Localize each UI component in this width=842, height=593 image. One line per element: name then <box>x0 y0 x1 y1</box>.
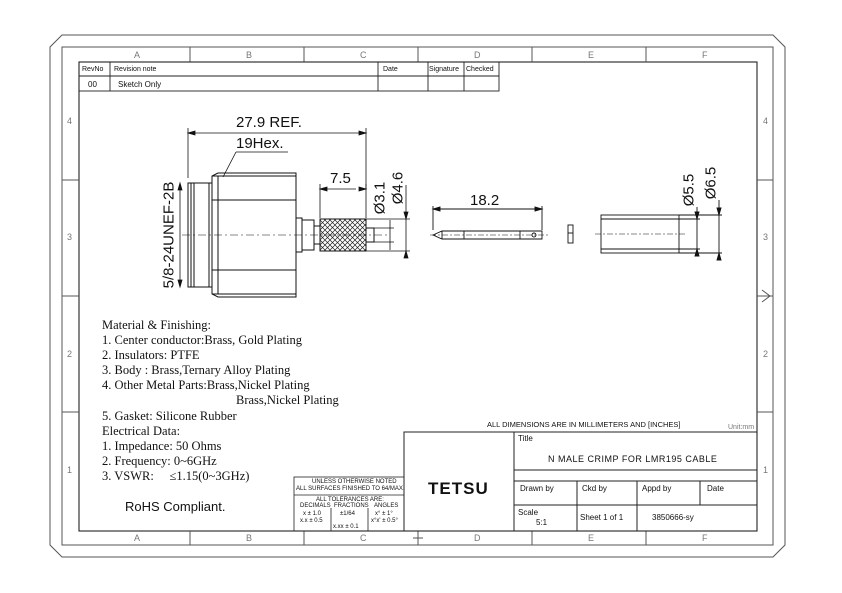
title-label: Title <box>518 434 533 443</box>
approved-by-label: Appd by <box>642 484 672 493</box>
rev-header-date: Date <box>383 66 398 73</box>
tol-col2-a: ±1/64 <box>340 511 355 517</box>
tol-col1-head: DECIMALS <box>300 503 331 509</box>
zone-label-right-3: 3 <box>763 232 769 242</box>
dim-pin-length: 18.2 <box>470 192 500 209</box>
dim-hex: 19Hex. <box>236 135 284 152</box>
electrical-note-1: 1. Impedance: 50 Ohms <box>102 438 222 453</box>
dim-ferrule-length: 7.5 <box>330 170 351 187</box>
electrical-heading: Electrical Data: <box>102 423 181 438</box>
dim-diameter-4-6: Ø4.6 <box>389 171 407 205</box>
dim-thread: 5/8-24UNEF-2B <box>160 181 178 289</box>
drawn-by-label: Drawn by <box>520 484 554 493</box>
zone-label-right-4: 4 <box>763 116 769 126</box>
tol-col3-a: x° ± 1° <box>375 511 393 517</box>
connector-drawing <box>182 151 388 298</box>
tol-col1-a: x ± 1.0 <box>303 511 321 517</box>
material-note-3: 3. Body : Brass,Ternary Alloy Plating <box>102 363 291 378</box>
dim-diameter-3-1: Ø3.1 <box>371 181 389 215</box>
units-note: ALL DIMENSIONS ARE IN MILLIMETERS AND [I… <box>487 420 681 429</box>
zone-label-left-2: 2 <box>67 349 73 359</box>
material-note-5: 5. Gasket: Silicone Rubber <box>102 408 237 423</box>
material-note-2: 2. Insulators: PTFE <box>102 348 200 363</box>
zone-label-bottom-a: A <box>134 533 141 543</box>
rev-header-note: Revision note <box>114 66 157 73</box>
material-note-1: 1. Center conductor:Brass, Gold Plating <box>102 333 302 348</box>
zone-label-left-4: 4 <box>67 116 73 126</box>
scale-value: 5:1 <box>536 518 548 527</box>
zone-label-top-d: D <box>474 50 481 60</box>
part-number: 3850666-sy <box>652 513 694 522</box>
notes-block: Material & Finishing: 1. Center conducto… <box>102 318 339 484</box>
material-note-4-cont: Brass,Nickel Plating <box>236 393 339 408</box>
rev-row-note: Sketch Only <box>118 80 162 89</box>
dim-diameter-5-5: Ø5.5 <box>680 173 698 207</box>
zone-label-top-e: E <box>588 50 595 60</box>
gasket-part <box>567 224 574 244</box>
date-label: Date <box>707 484 724 493</box>
rev-header-revno: RevNo <box>82 66 104 73</box>
tol-line-3: ALL TOLERANCES ARE: <box>316 497 384 503</box>
zone-label-bottom-c: C <box>360 533 367 543</box>
tol-col2-b: x.xx ± 0.1 <box>333 524 359 530</box>
zone-label-top-b: B <box>246 50 253 60</box>
material-note-4: 4. Other Metal Parts:Brass,Nickel Platin… <box>102 378 310 393</box>
zone-label-bottom-b: B <box>246 533 253 543</box>
zone-label-right-1: 1 <box>763 465 769 475</box>
sheet-number: Sheet 1 of 1 <box>580 513 624 522</box>
zone-label-top-c: C <box>360 50 367 60</box>
checked-by-label: Ckd by <box>582 484 607 493</box>
revision-table <box>78 61 500 92</box>
rev-header-checked: Checked <box>466 66 494 73</box>
zone-label-right-2: 2 <box>763 349 769 359</box>
unit-label: Unit:mm <box>728 424 755 431</box>
tol-line-1: UNLESS OTHERWISE NOTED <box>312 479 397 485</box>
zone-label-bottom-d: D <box>474 533 481 543</box>
zone-label-bottom-e: E <box>588 533 595 543</box>
zone-label-left-1: 1 <box>67 465 73 475</box>
tol-col2-head: FRACTIONS <box>334 503 369 509</box>
zone-label-top-a: A <box>134 50 141 60</box>
tol-line-2: ALL SURFACES FINISHED TO 64/MAX. <box>296 486 405 492</box>
scale-label: Scale <box>518 508 539 517</box>
crimp-ferrule <box>595 200 722 261</box>
tol-col1-b: x.x ± 0.5 <box>300 518 323 524</box>
drawing-title: N MALE CRIMP FOR LMR195 CABLE <box>548 454 718 464</box>
electrical-note-2: 2. Frequency: 0~6GHz <box>102 453 217 468</box>
rev-row-number: 00 <box>88 80 97 89</box>
electrical-note-3: 3. VSWR: ≤1.15(0~3GHz) <box>102 468 250 483</box>
rev-header-signature: Signature <box>429 66 459 73</box>
tol-col3-head: ANGLES <box>374 503 399 509</box>
zone-label-bottom-f: F <box>702 533 708 543</box>
rohs-note: RoHS Compliant. <box>125 499 226 514</box>
center-pin <box>430 206 548 240</box>
title-block-lines <box>403 431 758 532</box>
material-heading: Material & Finishing: <box>102 318 212 332</box>
company-name: TETSU <box>428 479 489 498</box>
dimension-lines <box>177 128 410 289</box>
dim-length-ref: 27.9 REF. <box>236 114 302 131</box>
tol-col3-b: x°x' ± 0.5° <box>371 518 398 524</box>
zone-label-left-3: 3 <box>67 232 73 242</box>
zone-label-top-f: F <box>702 50 708 60</box>
dim-diameter-6-5: Ø6.5 <box>702 166 720 200</box>
